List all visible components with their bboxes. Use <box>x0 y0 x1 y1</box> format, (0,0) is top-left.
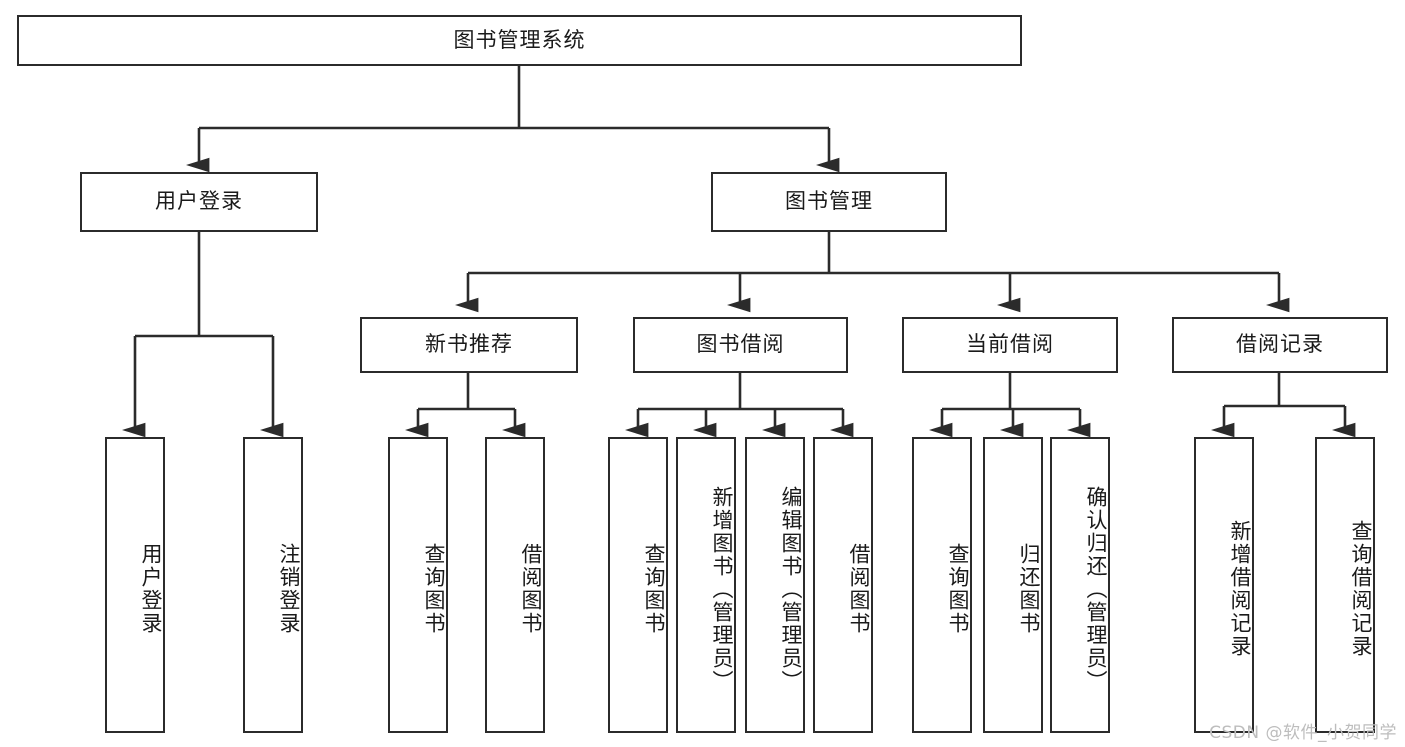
node-leaf-edit-book[interactable]: 编辑图书（管理员） <box>745 437 805 733</box>
node-current-borrow-label: 当前借阅 <box>966 332 1054 357</box>
node-leaf-borrow-book-2-label: 借阅图书 <box>847 543 871 635</box>
node-leaf-query-book-2-label: 查询图书 <box>642 543 666 635</box>
node-leaf-return-book[interactable]: 归还图书 <box>983 437 1043 733</box>
node-leaf-add-book[interactable]: 新增图书（管理员） <box>676 437 736 733</box>
node-leaf-return-book-label: 归还图书 <box>1017 543 1041 635</box>
node-new-book-rec-label: 新书推荐 <box>425 332 513 357</box>
node-book-manage[interactable]: 图书管理 <box>711 172 947 232</box>
node-leaf-query-book-3[interactable]: 查询图书 <box>912 437 972 733</box>
node-borrow-record[interactable]: 借阅记录 <box>1172 317 1388 373</box>
node-leaf-user-logout-label: 注销登录 <box>277 543 301 635</box>
node-book-borrow[interactable]: 图书借阅 <box>633 317 848 373</box>
node-leaf-add-book-label: 新增图书（管理员） <box>710 485 734 693</box>
node-book-borrow-label: 图书借阅 <box>696 332 785 357</box>
csdn-watermark: CSDN @软件_小贺同学 <box>1209 723 1397 743</box>
node-leaf-edit-book-label: 编辑图书（管理员） <box>779 485 803 693</box>
node-leaf-query-book-3-label: 查询图书 <box>946 543 970 635</box>
node-leaf-query-book-1[interactable]: 查询图书 <box>388 437 448 733</box>
node-new-book-rec[interactable]: 新书推荐 <box>360 317 578 373</box>
node-leaf-add-record-label: 新增借阅记录 <box>1228 520 1252 658</box>
node-leaf-confirm-return-label: 确认归还（管理员） <box>1084 485 1108 693</box>
node-leaf-query-record[interactable]: 查询借阅记录 <box>1315 437 1375 733</box>
node-leaf-borrow-book-2[interactable]: 借阅图书 <box>813 437 873 733</box>
node-user-login-label: 用户登录 <box>155 189 243 214</box>
node-root-label: 图书管理系统 <box>453 27 586 52</box>
node-leaf-add-record[interactable]: 新增借阅记录 <box>1194 437 1254 733</box>
node-leaf-borrow-book-1[interactable]: 借阅图书 <box>485 437 545 733</box>
node-leaf-confirm-return[interactable]: 确认归还（管理员） <box>1050 437 1110 733</box>
node-user-login[interactable]: 用户登录 <box>80 172 318 232</box>
node-leaf-query-book-2[interactable]: 查询图书 <box>608 437 668 733</box>
node-leaf-user-login[interactable]: 用户登录 <box>105 437 165 733</box>
node-book-manage-label: 图书管理 <box>785 189 873 214</box>
node-root[interactable]: 图书管理系统 <box>17 15 1022 66</box>
node-leaf-user-logout[interactable]: 注销登录 <box>243 437 303 733</box>
node-leaf-borrow-book-1-label: 借阅图书 <box>519 543 543 635</box>
node-current-borrow[interactable]: 当前借阅 <box>902 317 1118 373</box>
node-borrow-record-label: 借阅记录 <box>1236 332 1324 357</box>
node-leaf-user-login-label: 用户登录 <box>139 543 163 635</box>
node-leaf-query-book-1-label: 查询图书 <box>422 543 446 635</box>
node-leaf-query-record-label: 查询借阅记录 <box>1349 520 1373 658</box>
